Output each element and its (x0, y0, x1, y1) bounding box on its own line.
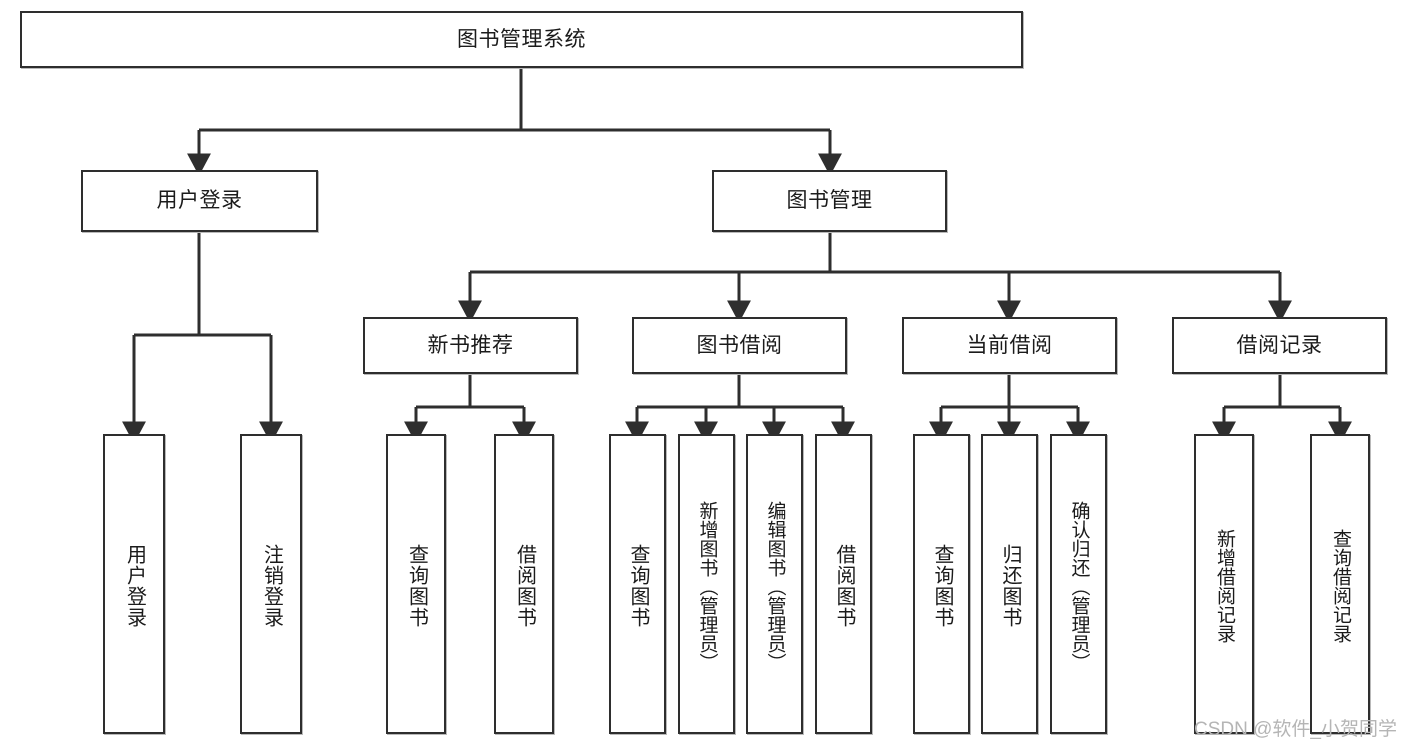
leaf-label: 借阅图书 (513, 544, 536, 628)
node-new-book-recommend[interactable]: 新书推荐 (363, 317, 578, 374)
leaf-add-record[interactable]: 新增借阅记录 (1194, 434, 1254, 734)
edge-group-new-book-recommend (404, 374, 536, 444)
node-borrow-record[interactable]: 借阅记录 (1172, 317, 1387, 374)
leaf-query-book-1[interactable]: 查询图书 (386, 434, 446, 734)
node-label: 图书管理系统 (457, 27, 586, 51)
leaf-borrow-book-1[interactable]: 借阅图书 (494, 434, 554, 734)
node-label: 用户登录 (156, 189, 243, 213)
node-label: 图书管理 (786, 189, 873, 213)
leaf-label: 注销登录 (260, 544, 283, 628)
leaf-label: 查询图书 (405, 544, 428, 628)
leaf-label: 借阅图书 (833, 544, 855, 628)
leaf-confirm-return[interactable]: 确认归还（管理员） (1050, 434, 1107, 734)
leaf-user-login[interactable]: 用户登录 (103, 434, 165, 734)
leaf-add-book[interactable]: 新增图书（管理员） (678, 434, 735, 734)
edge-group-borrow-record (1212, 374, 1352, 444)
node-label: 借阅记录 (1236, 333, 1323, 357)
edge-group-book-management (458, 232, 1292, 323)
leaf-label: 归还图书 (999, 544, 1021, 628)
node-book-borrow[interactable]: 图书借阅 (632, 317, 847, 374)
leaf-label: 新增图书（管理员） (696, 500, 718, 672)
leaf-borrow-book-2[interactable]: 借阅图书 (815, 434, 872, 734)
leaf-query-book-3[interactable]: 查询图书 (913, 434, 970, 734)
leaf-label: 查询图书 (627, 544, 649, 628)
leaf-label: 查询借阅记录 (1329, 529, 1351, 643)
node-label: 新书推荐 (427, 333, 514, 357)
leaf-edit-book[interactable]: 编辑图书（管理员） (746, 434, 803, 734)
edge-group-book-borrow (625, 374, 855, 444)
node-user-login[interactable]: 用户登录 (81, 170, 318, 232)
leaf-label: 确认归还（管理员） (1068, 500, 1090, 672)
edge-group-root (187, 68, 842, 176)
edge-group-current-borrow (929, 374, 1090, 444)
node-label: 图书借阅 (696, 333, 783, 357)
leaf-query-book-2[interactable]: 查询图书 (609, 434, 666, 734)
node-book-management[interactable]: 图书管理 (712, 170, 947, 232)
leaf-return-book[interactable]: 归还图书 (981, 434, 1038, 734)
leaf-label: 查询图书 (931, 544, 953, 628)
leaf-label: 新增借阅记录 (1213, 529, 1235, 643)
leaf-user-logout[interactable]: 注销登录 (240, 434, 302, 734)
leaf-query-record[interactable]: 查询借阅记录 (1310, 434, 1370, 734)
node-system-root[interactable]: 图书管理系统 (20, 11, 1023, 68)
leaf-label: 编辑图书（管理员） (764, 500, 786, 672)
node-label: 当前借阅 (966, 333, 1053, 357)
edge-group-user-login (122, 232, 283, 444)
node-current-borrow[interactable]: 当前借阅 (902, 317, 1117, 374)
leaf-label: 用户登录 (123, 544, 146, 628)
